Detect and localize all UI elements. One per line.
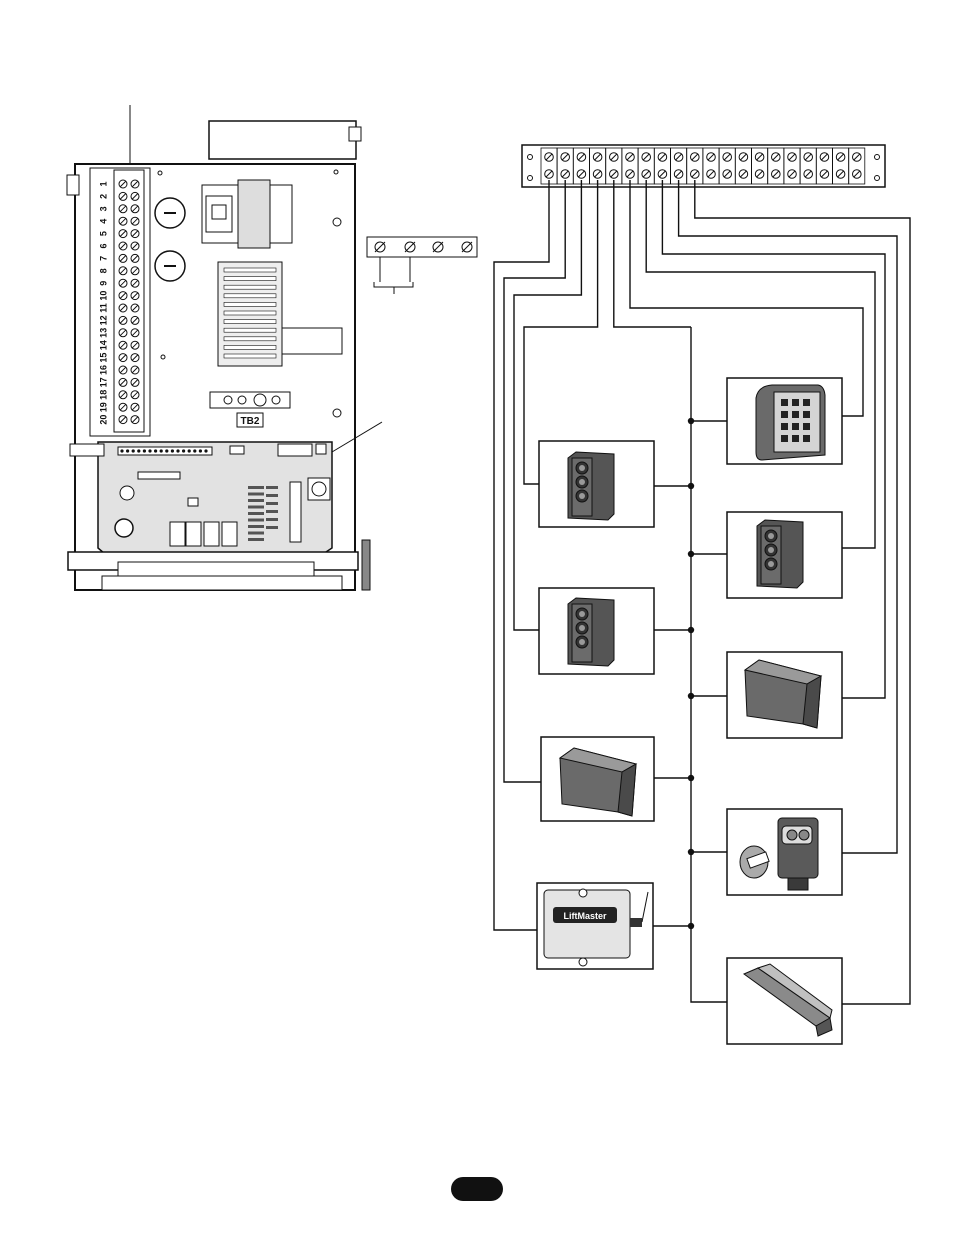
terminal-number: 2	[98, 194, 108, 199]
terminal-number: 17	[98, 377, 108, 387]
wire	[646, 180, 875, 548]
terminal-number: 1	[98, 181, 108, 186]
terminal-number: 3	[98, 206, 108, 211]
terminal-number: 14	[98, 340, 108, 350]
device-3-button-station-a	[539, 441, 654, 527]
device-3-button-station-c	[727, 512, 842, 598]
terminal-number: 5	[98, 231, 108, 236]
terminal-number: 13	[98, 328, 108, 338]
left-tab	[67, 175, 79, 195]
device-loop-detector-left	[541, 737, 654, 821]
terminal-number: 7	[98, 256, 108, 261]
junction-dot	[688, 627, 694, 633]
wire	[524, 180, 598, 484]
terminal-number: 15	[98, 353, 108, 363]
junction-dot	[688, 775, 694, 781]
terminal-number: 10	[98, 291, 108, 301]
top-enclosure	[209, 121, 356, 159]
terminal-number: 9	[98, 281, 108, 286]
liftmaster-logo: LiftMaster	[563, 911, 607, 921]
terminal-number: 19	[98, 402, 108, 412]
enclosure-knob	[349, 127, 361, 141]
three-button-station-icon	[568, 452, 614, 520]
junction-dot	[688, 483, 694, 489]
device-3-button-station-b	[539, 588, 654, 674]
three-button-station-icon	[568, 598, 614, 666]
control-board	[70, 442, 332, 560]
device-radio-receiver: LiftMaster	[537, 883, 653, 969]
terminal-number: 20	[98, 415, 108, 425]
bracket	[282, 328, 342, 354]
device-loop-detector-right	[727, 652, 842, 738]
device-photo-eye	[727, 809, 842, 895]
junction-dot	[688, 418, 694, 424]
three-button-station-icon	[757, 520, 803, 588]
transformer-icon	[202, 180, 292, 248]
terminal-number: 11	[98, 303, 108, 313]
terminal-number: 8	[98, 268, 108, 273]
main-terminal-strip	[522, 145, 885, 187]
junction-dot	[688, 693, 694, 699]
tb2-label: TB2	[241, 416, 260, 427]
junction-dot	[688, 849, 694, 855]
terminal-number: 4	[98, 219, 108, 224]
junction-dot	[688, 551, 694, 557]
terminal-number: 12	[98, 315, 108, 325]
wire	[691, 327, 727, 1002]
keypad-icon	[756, 385, 825, 460]
terminal-number: 18	[98, 390, 108, 400]
device-edge-sensor	[727, 958, 842, 1044]
page-number-pill	[451, 1177, 503, 1201]
heatsink-icon	[218, 262, 282, 366]
tb2-detail-strip	[367, 237, 477, 294]
terminal-number: 16	[98, 365, 108, 375]
device-keypad	[727, 378, 842, 464]
terminal-number: 6	[98, 243, 108, 248]
junction-dot	[688, 923, 694, 929]
